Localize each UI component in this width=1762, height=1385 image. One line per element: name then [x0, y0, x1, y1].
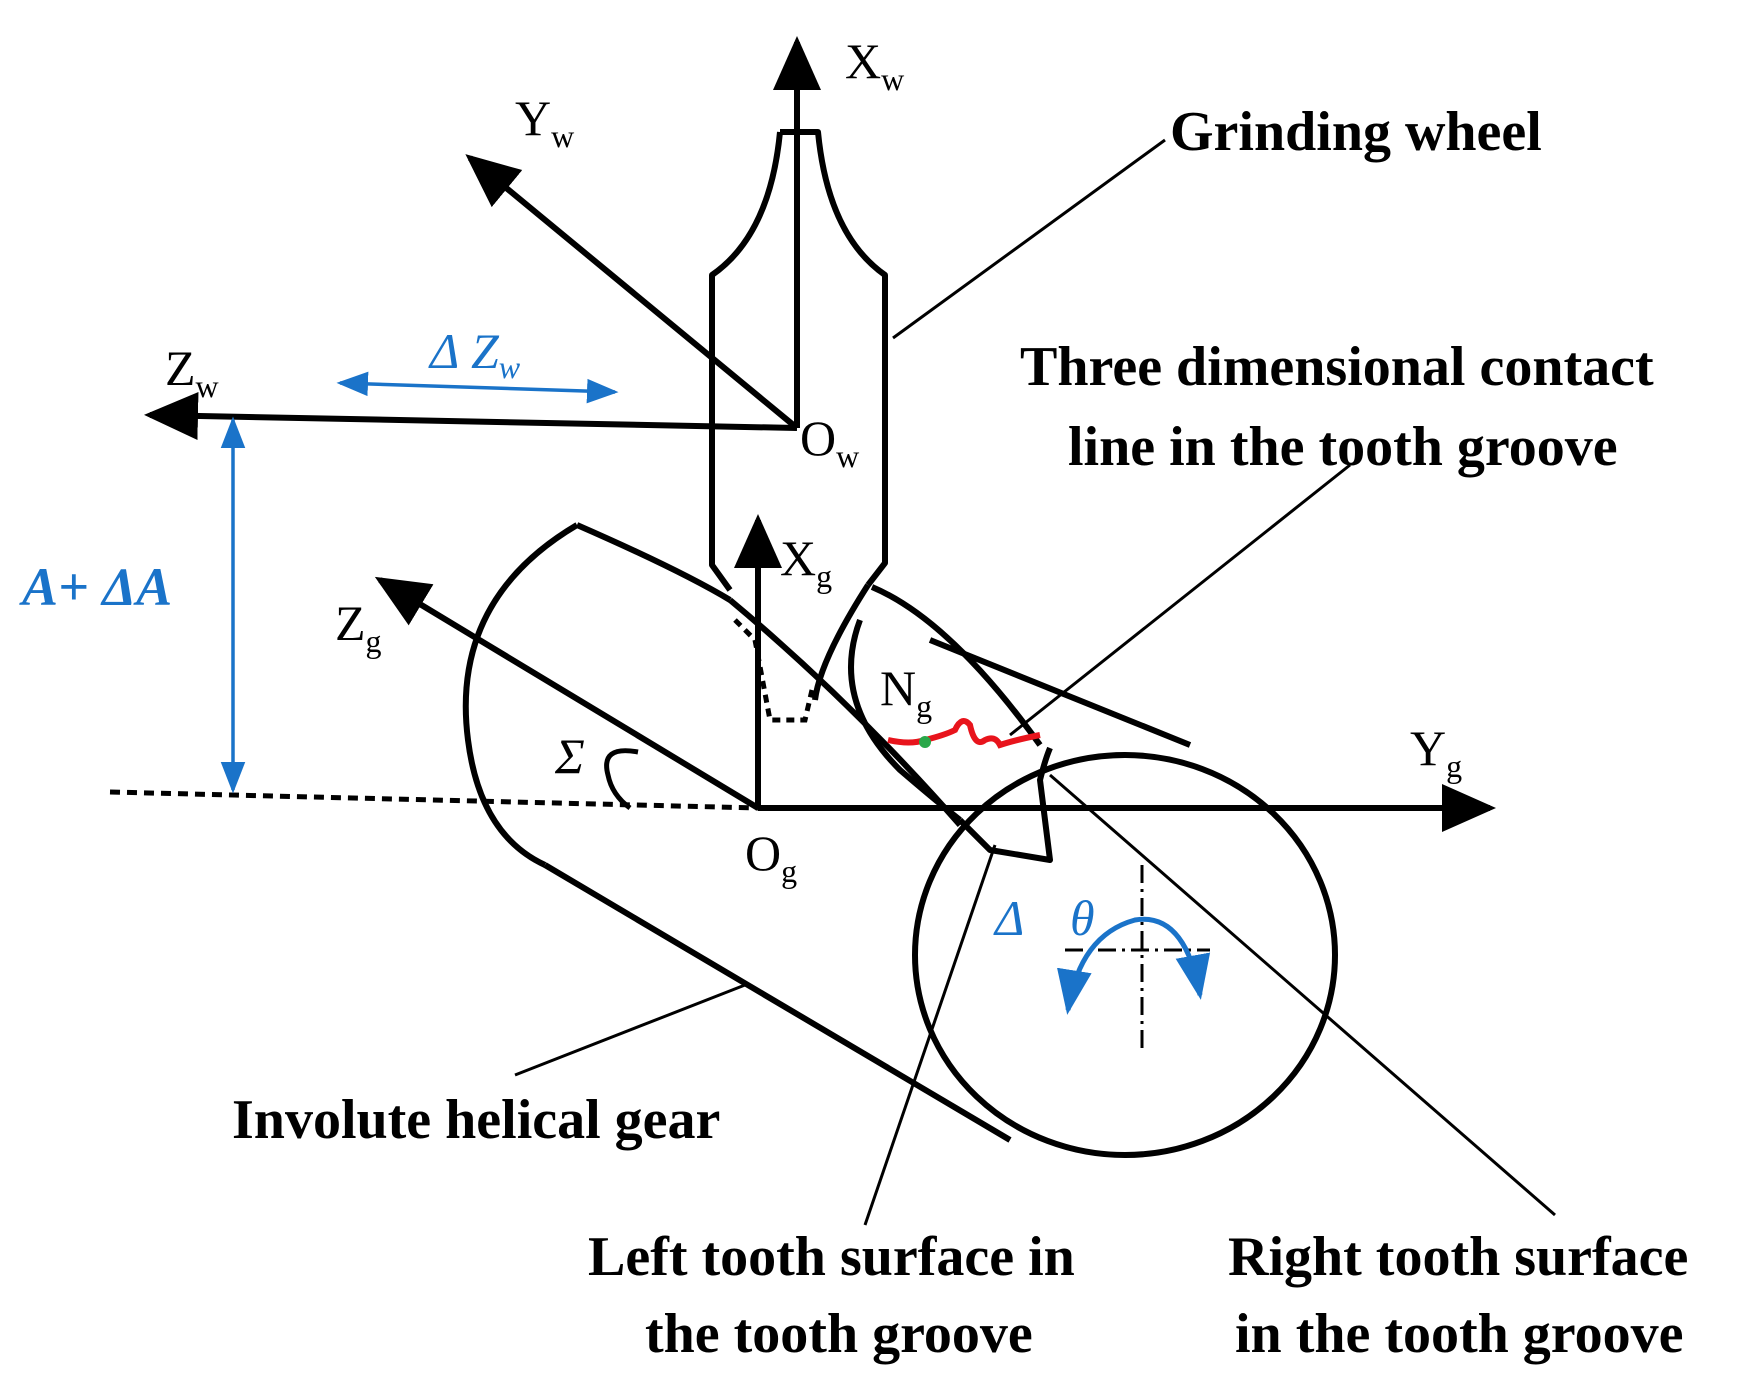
axis-label-yg: Yg: [1410, 720, 1462, 784]
wheel-axes: [144, 36, 821, 440]
reference-dashed-line: [109, 789, 759, 811]
point-label-ng: Ng: [880, 660, 932, 724]
delta-symbol: Δ: [993, 890, 1024, 946]
contact-point: [919, 736, 931, 748]
axis-label-zw: Zw: [165, 340, 219, 404]
grinding-wheel-shape: [709, 129, 888, 592]
contact-line: [887, 718, 1041, 749]
contact-line-label-line2: line in the tooth groove: [1068, 416, 1618, 478]
left-surface-label-line1: Left tooth surface in: [588, 1226, 1075, 1288]
axis-label-xg: Xg: [780, 530, 832, 594]
sigma-symbol: Σ: [554, 728, 585, 784]
axis-label-zg: Zg: [335, 595, 382, 659]
delta-zw-label: Δ Zw: [428, 323, 521, 385]
leader-lines: [514, 138, 1556, 1226]
contact-line-label-line1: Three dimensional contact: [1020, 336, 1654, 398]
sigma-angle-arc: [604, 748, 639, 811]
axis-label-yw: Yw: [515, 90, 574, 154]
a-delta-a-label: A+ ΔA: [19, 557, 172, 617]
origin-label-og: Og: [745, 825, 797, 889]
theta-symbol: θ: [1070, 890, 1095, 946]
axis-label-xw: Xw: [845, 33, 904, 97]
helical-gear-label: Involute helical gear: [232, 1089, 720, 1151]
delta-zw-arrow: [336, 371, 619, 404]
right-surface-label-line1: Right tooth surface: [1228, 1226, 1688, 1288]
helical-gear-shape: [462, 522, 1338, 1158]
gear-axes: [374, 514, 1496, 832]
left-surface-label-line2: the tooth groove: [645, 1303, 1033, 1365]
origin-label-ow: Ow: [800, 410, 859, 474]
delta-theta-arrow: [1057, 916, 1211, 1015]
grinding-wheel-label: Grinding wheel: [1170, 101, 1542, 163]
right-surface-label-line2: in the tooth groove: [1235, 1303, 1684, 1365]
wheel-profile-dashed: [733, 618, 815, 723]
